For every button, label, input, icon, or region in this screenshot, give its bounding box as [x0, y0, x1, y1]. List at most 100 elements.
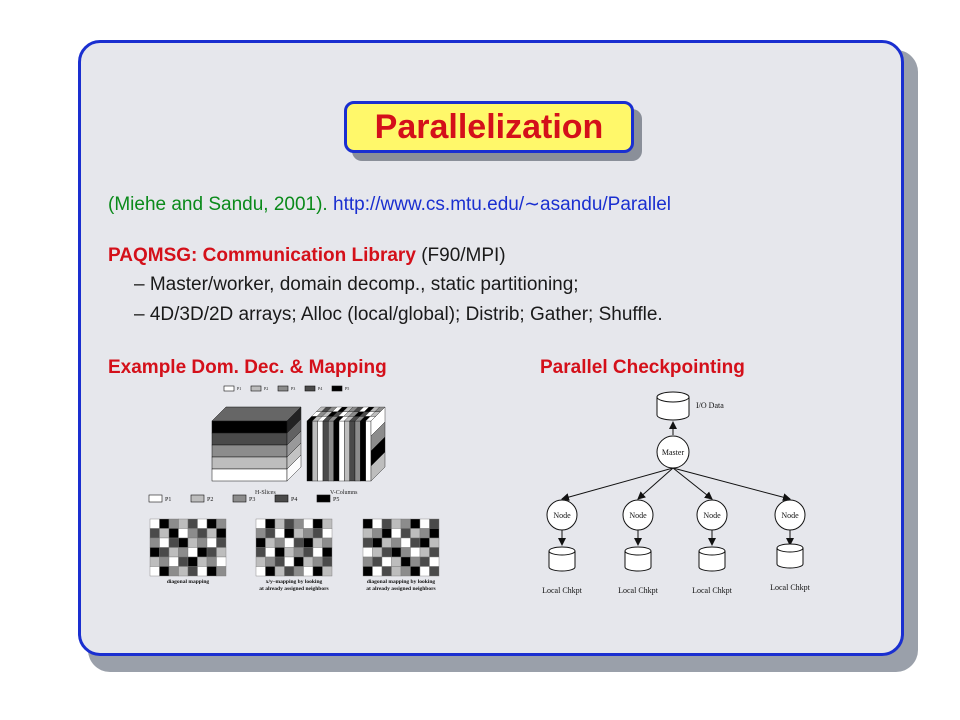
grid-cell [303, 566, 314, 577]
legend-top-label: P4 [318, 386, 322, 391]
cube-slice-side [286, 454, 302, 482]
grid-cell [381, 547, 392, 558]
legend-top-label: P1 [237, 386, 241, 391]
grid-cell [400, 566, 411, 577]
grid-cell [429, 518, 440, 529]
grid-cell [159, 556, 170, 567]
cube-column [344, 420, 350, 482]
grid-cell [149, 528, 160, 539]
grid-cell [149, 537, 160, 548]
grid-cell [419, 566, 430, 577]
chkpt-label: Local Chkpt [542, 586, 583, 595]
right-heading: Parallel Checkpointing [540, 357, 745, 378]
grid-caption: diagonal mapping [167, 579, 210, 585]
grid-cell [322, 518, 333, 529]
grid-cell [410, 566, 421, 577]
grid-cell [206, 547, 217, 558]
grid-cell [312, 566, 323, 577]
grid-cell [284, 518, 295, 529]
cube-label-v-columns: V-Columns [330, 490, 358, 496]
grid-cell [322, 537, 333, 548]
h-slices-cube [211, 406, 302, 482]
grid-cell [372, 537, 383, 548]
grid-cell [255, 537, 266, 548]
grid-cell [400, 556, 411, 567]
master-label: Master [662, 448, 685, 457]
chkpt-cylinder [624, 551, 652, 572]
legend-bottom-swatch [316, 494, 331, 503]
grid-cell [216, 566, 227, 577]
grid-cell [303, 547, 314, 558]
grid-cell [274, 556, 285, 567]
chkpt-cylinder-top [548, 546, 576, 556]
cube-slice [211, 432, 288, 446]
grid-cell [149, 547, 160, 558]
grid-cell [178, 537, 189, 548]
master-to-node-arrow [672, 467, 791, 502]
grid-caption: at already assigned neighbors [259, 586, 328, 592]
cube-label-h-slices: H-Slices [255, 490, 276, 496]
worker-node-label: Node [629, 511, 647, 520]
grid-cell [391, 518, 402, 529]
grid-cell [216, 547, 227, 558]
grid-cell [429, 547, 440, 558]
chkpt-cylinder-top [624, 546, 652, 556]
cube-column [354, 420, 361, 482]
chkpt-label: Local Chkpt [618, 586, 659, 595]
grid-cell [293, 556, 304, 567]
grid-cell [400, 518, 411, 529]
grid-cell [372, 566, 383, 577]
paqmsg-suffix: (F90/MPI) [421, 245, 506, 266]
grid-cell [159, 528, 170, 539]
paqmsg-name: PAQMSG: Communication Library [108, 245, 416, 266]
grid-cell [312, 547, 323, 558]
grid-cell [265, 547, 276, 558]
grid-cell [206, 518, 217, 529]
grid-cell [419, 518, 430, 529]
cube-column [312, 420, 318, 482]
grid-cell [255, 556, 266, 567]
grid-cell [400, 547, 411, 558]
grid-cell [274, 547, 285, 558]
grid-cell [322, 547, 333, 558]
grid-cell [381, 537, 392, 548]
chkpt-cylinder [776, 548, 804, 569]
grid-cell [312, 518, 323, 529]
io-data-label: I/O Data [696, 401, 724, 410]
grid-cell [255, 566, 266, 577]
citation-text: (Miehe and Sandu, 2001). [108, 194, 328, 215]
io-data-cylinder [656, 391, 690, 421]
grid-cell [187, 528, 198, 539]
cube-top [211, 406, 302, 422]
grid-cell [149, 518, 160, 529]
grid-cell [303, 537, 314, 548]
legend-top-label: P5 [345, 386, 349, 391]
citation-url[interactable]: http://www.cs.mtu.edu/∼asandu/Parallel [333, 194, 672, 215]
grid-cell [274, 528, 285, 539]
grid-cell [149, 556, 160, 567]
grid-cell [178, 528, 189, 539]
grid-cell [400, 537, 411, 548]
legend-bottom-swatch [274, 494, 289, 503]
grid-cell [410, 518, 421, 529]
grid-cell [381, 566, 392, 577]
grid-cell [197, 566, 208, 577]
legend-bottom-swatch [232, 494, 247, 503]
grid-cell [362, 528, 373, 539]
grid-cell [255, 518, 266, 529]
grid-cell [322, 556, 333, 567]
grid-cell [362, 556, 373, 567]
grid-cell [372, 556, 383, 567]
worker-node-label: Node [703, 511, 721, 520]
grid-caption: diagonal mapping by looking [367, 579, 436, 585]
grid-cell [265, 556, 276, 567]
legend-bottom-label: P3 [249, 497, 255, 503]
grid-cell [391, 547, 402, 558]
chkpt-label: Local Chkpt [692, 586, 733, 595]
grid-cell [429, 537, 440, 548]
legend-bottom-label: P4 [291, 497, 297, 503]
